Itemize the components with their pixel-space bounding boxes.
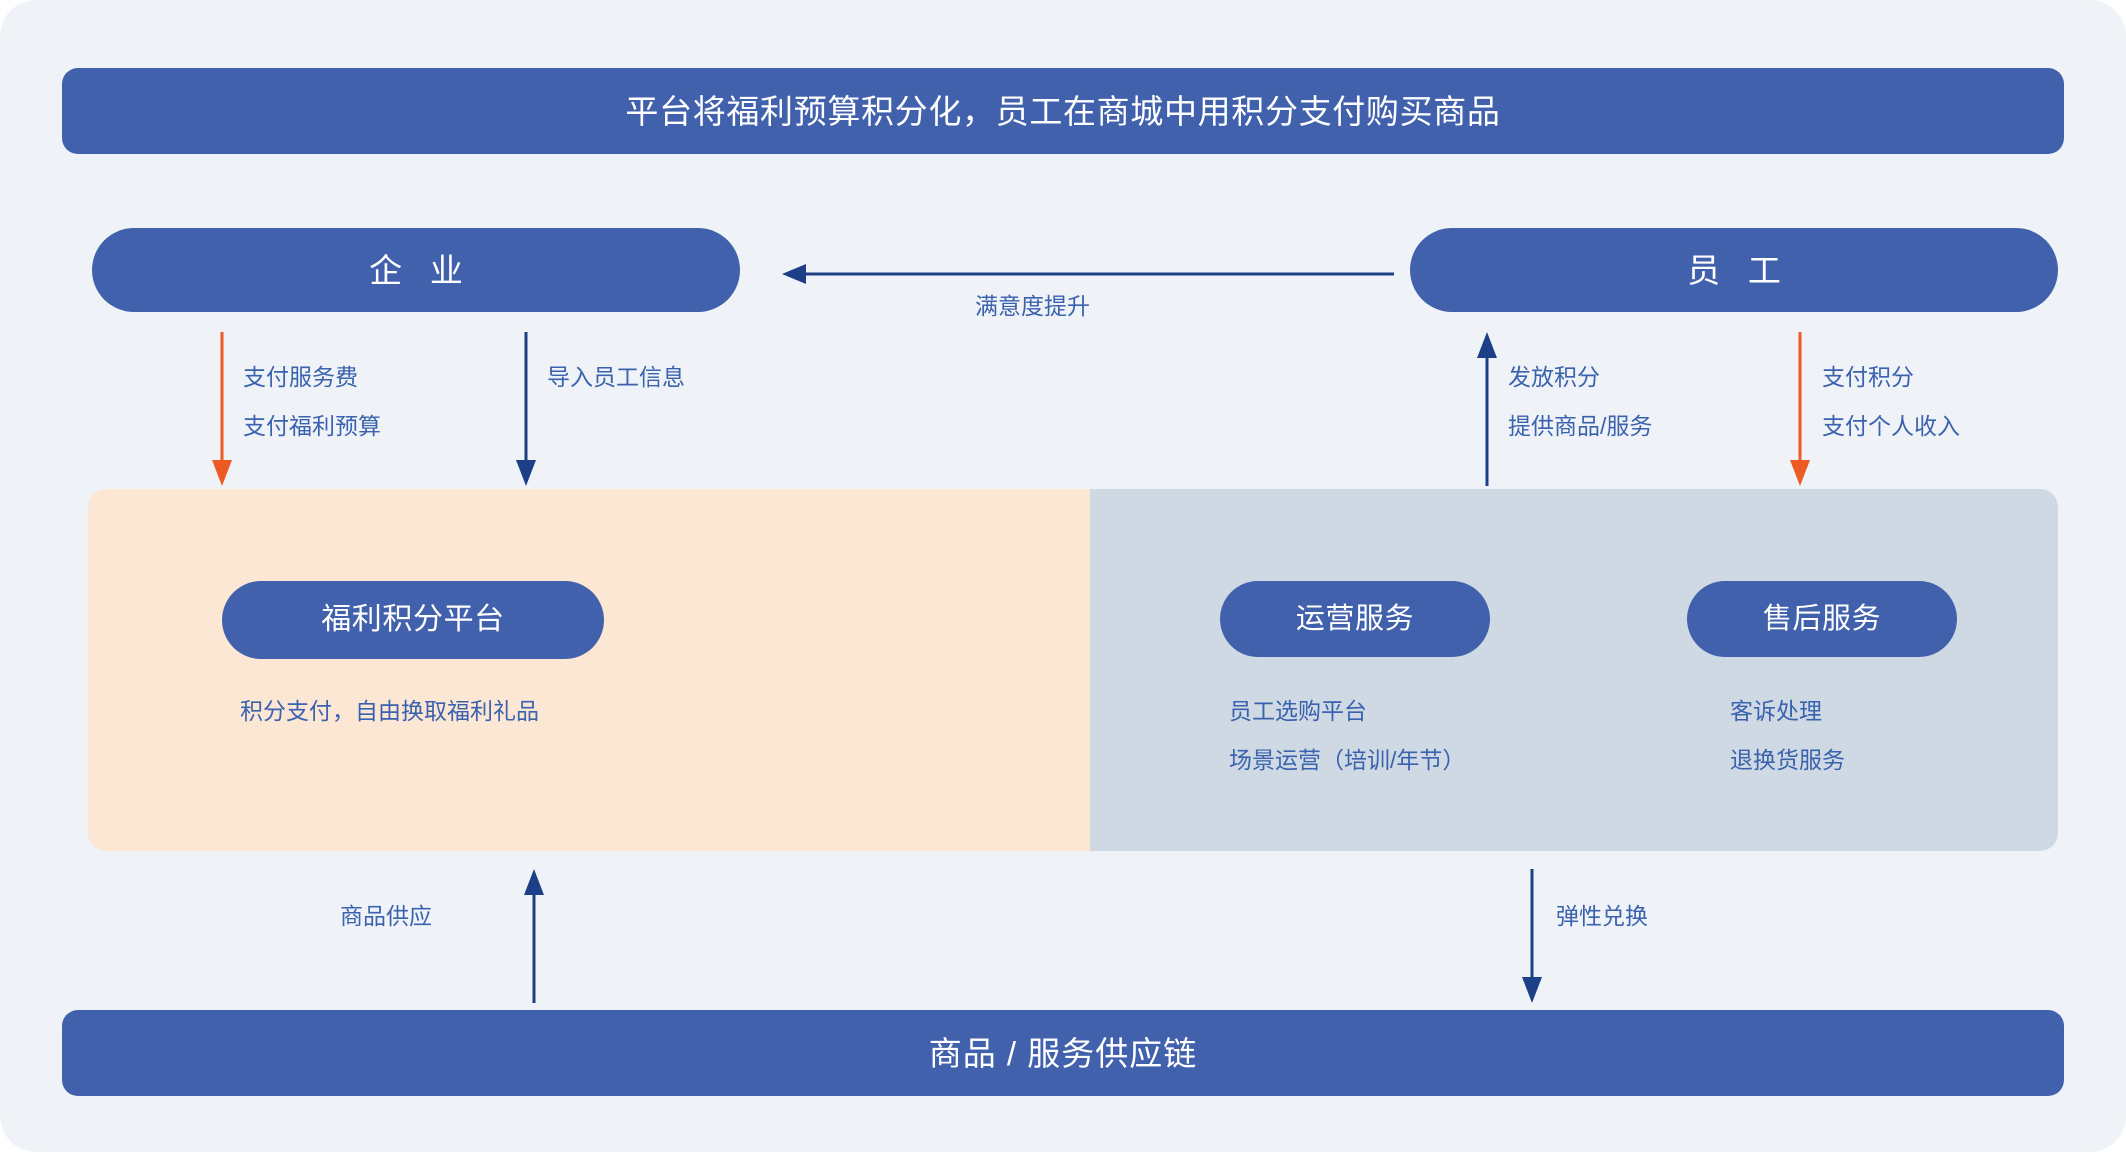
bullets-aftersales: 客诉处理 退换货服务 [1730, 700, 1845, 772]
bullets-operation: 员工选购平台 场景运营（培训/年节） [1229, 700, 1465, 772]
label-satisfaction-text: 满意度提升 [975, 293, 1090, 319]
middle-panel [88, 489, 2058, 851]
label-flexible-redemption-group: 弹性兑换 [1556, 905, 1648, 928]
label-goods-supply-group: 商品供应 [340, 905, 432, 928]
footer-supply-chain-bar: 商品 / 服务供应链 [62, 1010, 2064, 1096]
actor-employee[interactable]: 员 工 [1410, 228, 2058, 312]
arrow-import-info-down [516, 332, 536, 486]
label-grant-points-group: 发放积分 提供商品/服务 [1508, 366, 1652, 438]
label-pay-service-fee: 支付服务费 [243, 364, 358, 390]
actor-enterprise[interactable]: 企 业 [92, 228, 740, 312]
arrow-pay-points-down [1790, 332, 1810, 486]
bullet-operation-0: 员工选购平台 [1229, 698, 1367, 724]
bullet-aftersales-1: 退换货服务 [1730, 747, 1845, 773]
arrow-grant-points-up [1477, 332, 1497, 486]
panel-zone-platform [88, 489, 1090, 851]
arrow-goods-supply-up [524, 869, 544, 1003]
label-provide-goods-services: 提供商品/服务 [1508, 413, 1653, 439]
label-pay-points-group: 支付积分 支付个人收入 [1822, 366, 1960, 438]
label-goods-supply: 商品供应 [340, 903, 432, 929]
arrow-flexible-redemption-down [1522, 869, 1542, 1003]
label-pay-fee-group: 支付服务费 支付福利预算 [243, 366, 381, 438]
bullet-platform-0: 积分支付，自由换取福利礼品 [240, 698, 539, 724]
label-pay-points: 支付积分 [1822, 364, 1914, 390]
bullet-operation-1: 场景运营（培训/年节） [1229, 747, 1466, 773]
label-import-info-group: 导入员工信息 [547, 366, 685, 389]
service-welfare-points-platform[interactable]: 福利积分平台 [222, 581, 604, 659]
label-satisfaction: 满意度提升 [975, 295, 1090, 318]
bullet-aftersales-0: 客诉处理 [1730, 698, 1822, 724]
label-pay-welfare-budget: 支付福利预算 [243, 413, 381, 439]
bullets-platform: 积分支付，自由换取福利礼品 [240, 700, 539, 723]
header-title-bar: 平台将福利预算积分化，员工在商城中用积分支付购买商品 [62, 68, 2064, 154]
panel-zone-services [1090, 489, 2058, 851]
arrow-satisfaction-left [782, 264, 1394, 284]
service-operation[interactable]: 运营服务 [1220, 581, 1490, 657]
label-flexible-redemption: 弹性兑换 [1556, 903, 1648, 929]
label-import-employee-info: 导入员工信息 [547, 364, 685, 390]
label-grant-points: 发放积分 [1508, 364, 1600, 390]
arrow-pay-fee-down [212, 332, 232, 486]
service-aftersales[interactable]: 售后服务 [1687, 581, 1957, 657]
label-pay-personal-income: 支付个人收入 [1822, 413, 1960, 439]
